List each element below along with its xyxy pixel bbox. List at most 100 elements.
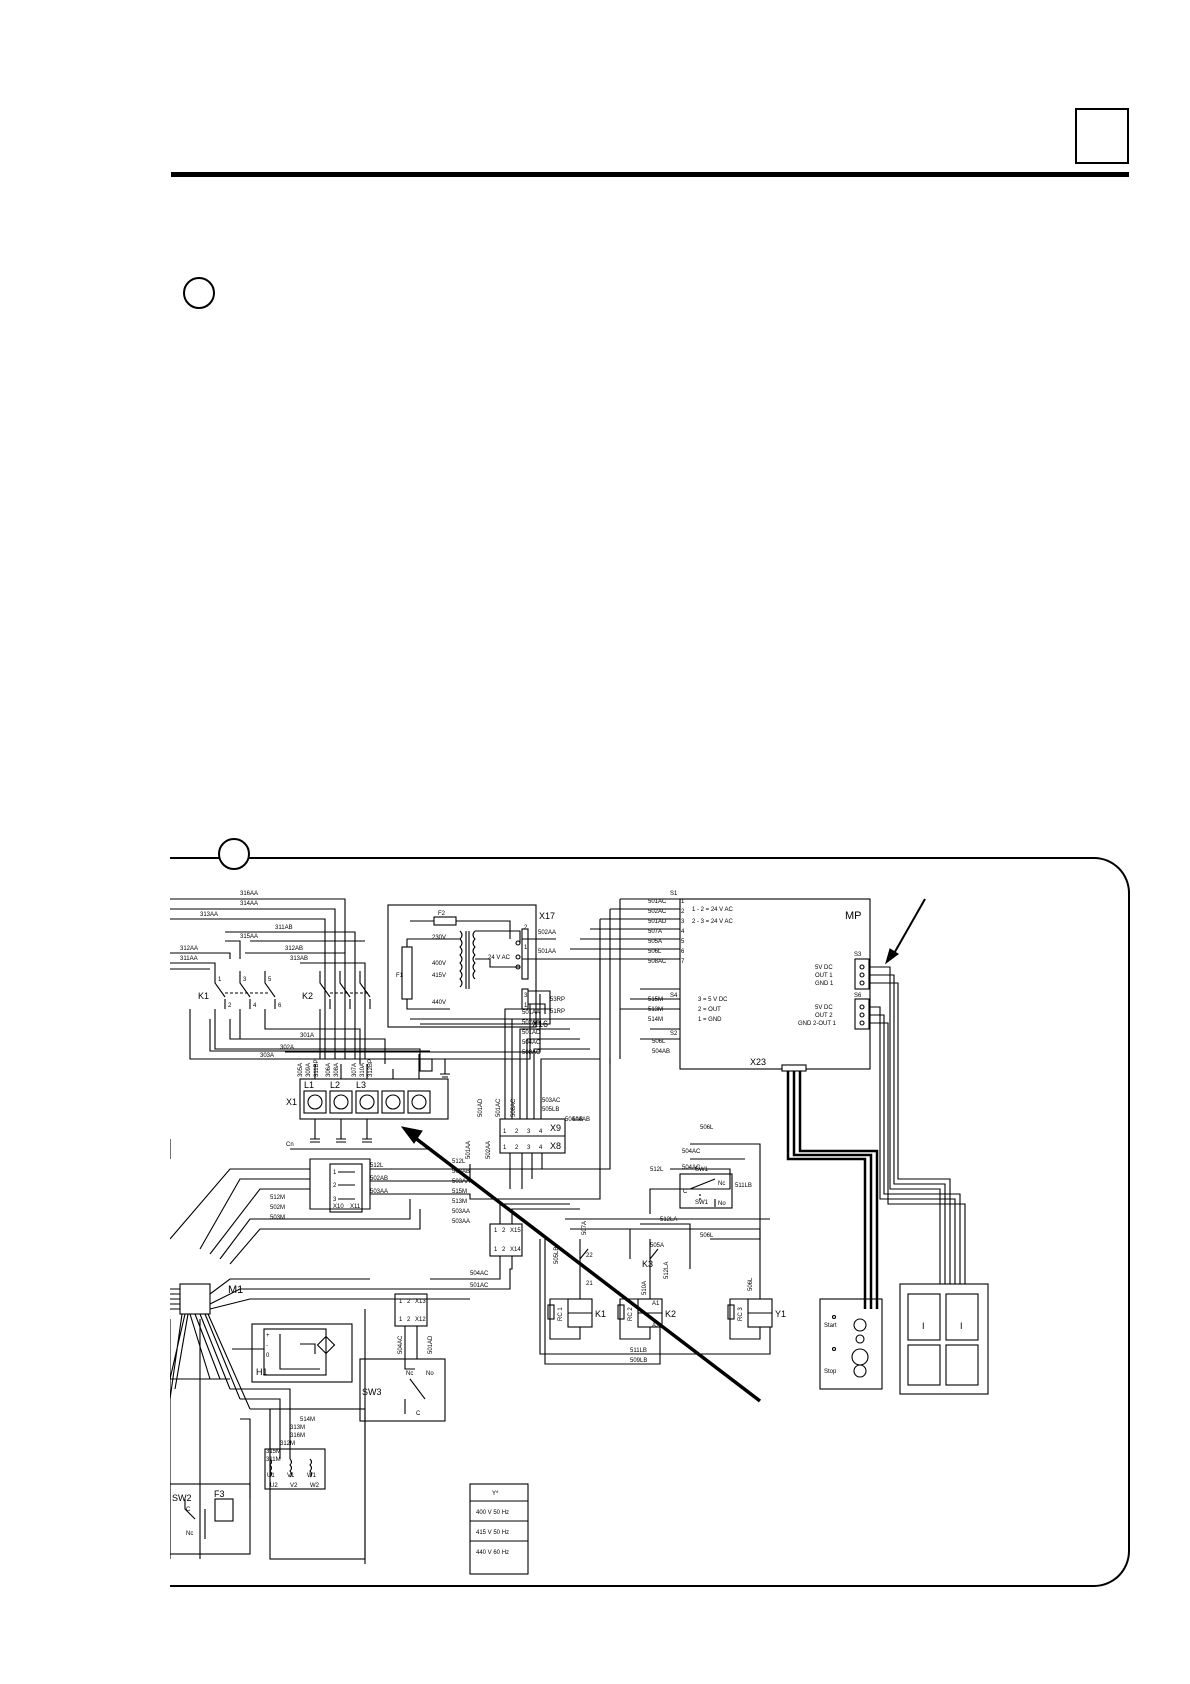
pin-label: 1 [503, 1129, 507, 1135]
wire-label: 501AD [428, 1335, 434, 1354]
s3-pin-label: GND 1 [815, 981, 834, 987]
sw1-label: SW1 [695, 1167, 709, 1173]
sensor-label: I [922, 1321, 925, 1331]
motor-wire: 311M [266, 1457, 281, 1463]
wire-label: 508AC [522, 1050, 541, 1056]
sw2-nc: Nc [186, 1531, 193, 1537]
phase-label: L3 [356, 1080, 366, 1090]
fuse-f1-label: F1 [396, 973, 404, 979]
sw1-c: C [683, 1189, 688, 1195]
sw3-switch [359, 1358, 446, 1422]
wiring-diagram-frame: 316AA 314AA 313AA 311AB 315AA 312AA 312A… [170, 857, 1130, 1587]
x23-label: X23 [750, 1057, 766, 1067]
sw2-f3-block [170, 1483, 251, 1555]
pin-label: 1 [524, 945, 528, 951]
sw1-no: No [718, 1201, 726, 1207]
wire-label: 51RP [550, 1009, 565, 1015]
pin-label: 1 [399, 1299, 403, 1305]
sensor-label: I [960, 1321, 963, 1331]
s2-wire: 506L [652, 1039, 666, 1045]
h1-block [232, 1323, 353, 1383]
wire-label: 501AA [466, 1141, 472, 1159]
top-bus-wires [170, 898, 366, 1059]
coil-y1-label: Y1 [775, 1309, 786, 1319]
s6-label: S6 [854, 993, 862, 999]
wire-label: 513M [452, 1199, 467, 1205]
wire-label: 307A [352, 1063, 358, 1077]
wire-label: 505LB [542, 1107, 559, 1113]
s1-label: S1 [670, 891, 678, 897]
winding-label: V1 [287, 1473, 295, 1479]
s3-pin-label: OUT 1 [815, 973, 833, 979]
x16-label: X16 [532, 1019, 548, 1029]
s6-pin-label: GND 2-OUT 1 [798, 1021, 837, 1027]
wire-label: 511LB [630, 1348, 647, 1354]
tap-label: 230V [432, 935, 446, 941]
contact-term: 22 [586, 1253, 593, 1259]
sw3-no: No [426, 1371, 434, 1377]
wire-label: 316AA [240, 891, 258, 897]
pin-label: 2 [502, 1247, 506, 1253]
x9-label: X9 [550, 1123, 561, 1133]
tap-label: 440V [432, 1000, 446, 1006]
pointer-arrow [408, 1132, 762, 1403]
sw3-c: C [416, 1411, 421, 1417]
wire-label: 311AB [275, 925, 293, 931]
callout-circle-top [183, 277, 215, 309]
sw2-c: C [186, 1507, 191, 1513]
s1-legend: 1 - 2 = 24 V AC [692, 907, 734, 913]
x12-label: X12 [415, 1317, 426, 1323]
secondary-label: 24 V AC [488, 955, 511, 961]
motor-wire: 514M [300, 1417, 315, 1423]
tap-label: 415V [432, 973, 446, 979]
pin-label: 3 [527, 1129, 531, 1135]
x10-x11-terminal-block [329, 1163, 363, 1213]
wire-label: 507A [582, 1221, 588, 1235]
rc-label: RC 1 [558, 1307, 564, 1321]
sw2-label: SW2 [172, 1493, 192, 1503]
pin-label: 4 [539, 1129, 543, 1135]
transformer-block [387, 904, 601, 1028]
x14-label: X14 [510, 1247, 521, 1253]
h1-label: H1 [256, 1367, 268, 1377]
pin-label: 2 [502, 1228, 506, 1234]
pin-label: 1 [333, 1170, 337, 1176]
pin-label: 3 [527, 1145, 531, 1151]
wire-label: 305A [298, 1063, 304, 1077]
wire-label: 306A [326, 1063, 332, 1077]
contact-number: 3 [243, 977, 247, 983]
x13-label: X13 [415, 1299, 426, 1305]
wire-label: 501AD [478, 1098, 484, 1117]
stop-label: Stop [824, 1369, 837, 1375]
wire-label: 53RP [550, 997, 565, 1003]
k2-label: K2 [302, 991, 313, 1001]
pin-label: 2 [524, 925, 528, 931]
coil-term: A2 [652, 1323, 660, 1329]
contact-number: 1 [218, 977, 222, 983]
wire-label: 301A [300, 1033, 314, 1039]
wire-label: 502AA [538, 930, 556, 936]
pin-label: 4 [539, 1145, 543, 1151]
s4-wire: 514M [648, 1017, 663, 1023]
wire-label: 512L [650, 1167, 664, 1173]
s1-wire: 507A [648, 929, 662, 935]
wire-label: 504AC [522, 1040, 541, 1046]
wire-label: 311AA [180, 956, 198, 962]
sw1-nc: Nc [718, 1181, 725, 1187]
wire-label: 502M [270, 1205, 285, 1211]
wire-label: 503AA [452, 1209, 470, 1215]
wire-label: 308A [334, 1063, 340, 1077]
pin-label: 2 [407, 1299, 411, 1305]
s1-wire: 506L [648, 949, 662, 955]
wire-label: 512LA [660, 1217, 677, 1223]
wire-label: 313AB [290, 956, 308, 962]
winding-label: U1 [267, 1473, 275, 1479]
wire-label: 309A [306, 1063, 312, 1077]
s2-label: S2 [670, 1031, 678, 1037]
voltage-table-row: 400 V 50 Hz [476, 1510, 509, 1516]
x8-label: X8 [550, 1141, 561, 1151]
f3-label: F3 [214, 1489, 225, 1499]
wire-label: 504AC [682, 1165, 701, 1171]
wire-label: 512LA [664, 1262, 670, 1279]
wire-label: 502AA [486, 1141, 492, 1159]
